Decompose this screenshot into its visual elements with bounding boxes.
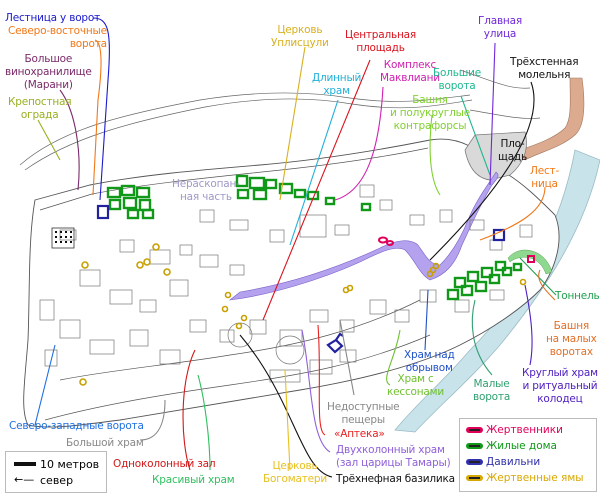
label-three-wall-chapel: Трёхстенная молельня: [510, 56, 579, 81]
label-big-wine-cellar: Большое винохранилище (Марани): [5, 53, 92, 91]
leader-lines: [34, 17, 557, 478]
label-stairs-gate: Лестница у ворот: [5, 12, 101, 24]
wine-cellar: [51, 227, 75, 249]
legend-label: Давильни: [486, 456, 541, 468]
legend-label: Жертвенные ямы: [486, 472, 584, 484]
label-uplistsuli-church: Церковь Уплисцули: [271, 24, 329, 49]
access-ramp: [519, 77, 585, 161]
label-three-nave-basilica: Трёхнефная базилика: [336, 473, 455, 485]
label-small-gate: Малые ворота: [473, 378, 511, 403]
label-tunnel: Тоннель: [555, 290, 600, 302]
altars: [378, 236, 535, 263]
scale-bar-icon: [14, 462, 36, 466]
label-long-temple: Длинный храм: [312, 72, 362, 97]
legend-swatch-icon: [466, 443, 483, 449]
label-ne-gate: Северо-восточные ворота: [8, 25, 107, 50]
label-main-street: Главная улица: [478, 15, 522, 40]
label-pharmacy: «Аптека»: [334, 428, 385, 440]
legend-swatch-icon: [466, 475, 483, 481]
label-great-temple: Большой храм: [66, 437, 144, 449]
label-round-temple: Круглый храм и ритуальный колодец: [522, 367, 598, 405]
label-unexcavated: Нераскопан- ная часть: [172, 178, 240, 203]
legend-item: Жертвенники: [460, 422, 596, 438]
label-tower-buttresses: Башня и полукруглые контрафорсы: [390, 94, 470, 132]
label-nw-gate: Северо-западные ворота: [9, 420, 144, 432]
label-tower-small-gate: Башня на малых воротах: [546, 320, 597, 358]
legend-item: Жилые дома: [460, 438, 596, 454]
label-two-column-temple: Двухколонный храм (зал царицы Тамары): [336, 444, 451, 469]
label-one-column-hall: Одноколонный зал: [113, 458, 216, 470]
building-outlines: [39, 184, 533, 383]
scale-label: 10 метров: [40, 457, 100, 471]
label-stairs: Лест- ница: [530, 165, 560, 190]
label-inaccessible-caves: Недоступные пещеры: [327, 401, 400, 426]
label-cliff-temple: Храм над обрывом: [404, 349, 455, 374]
legend-label: Жертвенники: [486, 424, 563, 436]
label-central-square: Центральная площадь: [345, 29, 417, 54]
label-square: Пло- щадь: [498, 138, 527, 163]
contour-lines: [19, 69, 541, 171]
legend-item: Жертвенные ямы: [460, 470, 596, 486]
legend-label: Жилые дома: [486, 440, 557, 452]
north-label: север: [40, 473, 74, 487]
label-beautiful-temple: Красивый храм: [152, 474, 235, 486]
label-fortress-wall: Крепостная ограда: [8, 96, 72, 121]
legend-item: Давильни: [460, 454, 596, 470]
legend-swatch-icon: [466, 459, 483, 465]
label-big-gate: Большие ворота: [433, 67, 482, 92]
north-arrow-icon: ←—: [14, 473, 35, 486]
legend-swatch-icon: [466, 427, 483, 433]
tunnel-path: [507, 249, 553, 275]
scale-box: 10 метров ←— север: [5, 451, 107, 493]
label-makvliani: Комплекс Маквлиани: [380, 59, 440, 84]
sacrificial-pits: [79, 243, 527, 386]
square-area: [464, 131, 527, 181]
wine-presses: [96, 204, 506, 354]
label-coffered-temple: Храм с кессонами: [387, 373, 445, 398]
label-mother-of-god-church: Церковь Богоматери: [263, 460, 327, 485]
